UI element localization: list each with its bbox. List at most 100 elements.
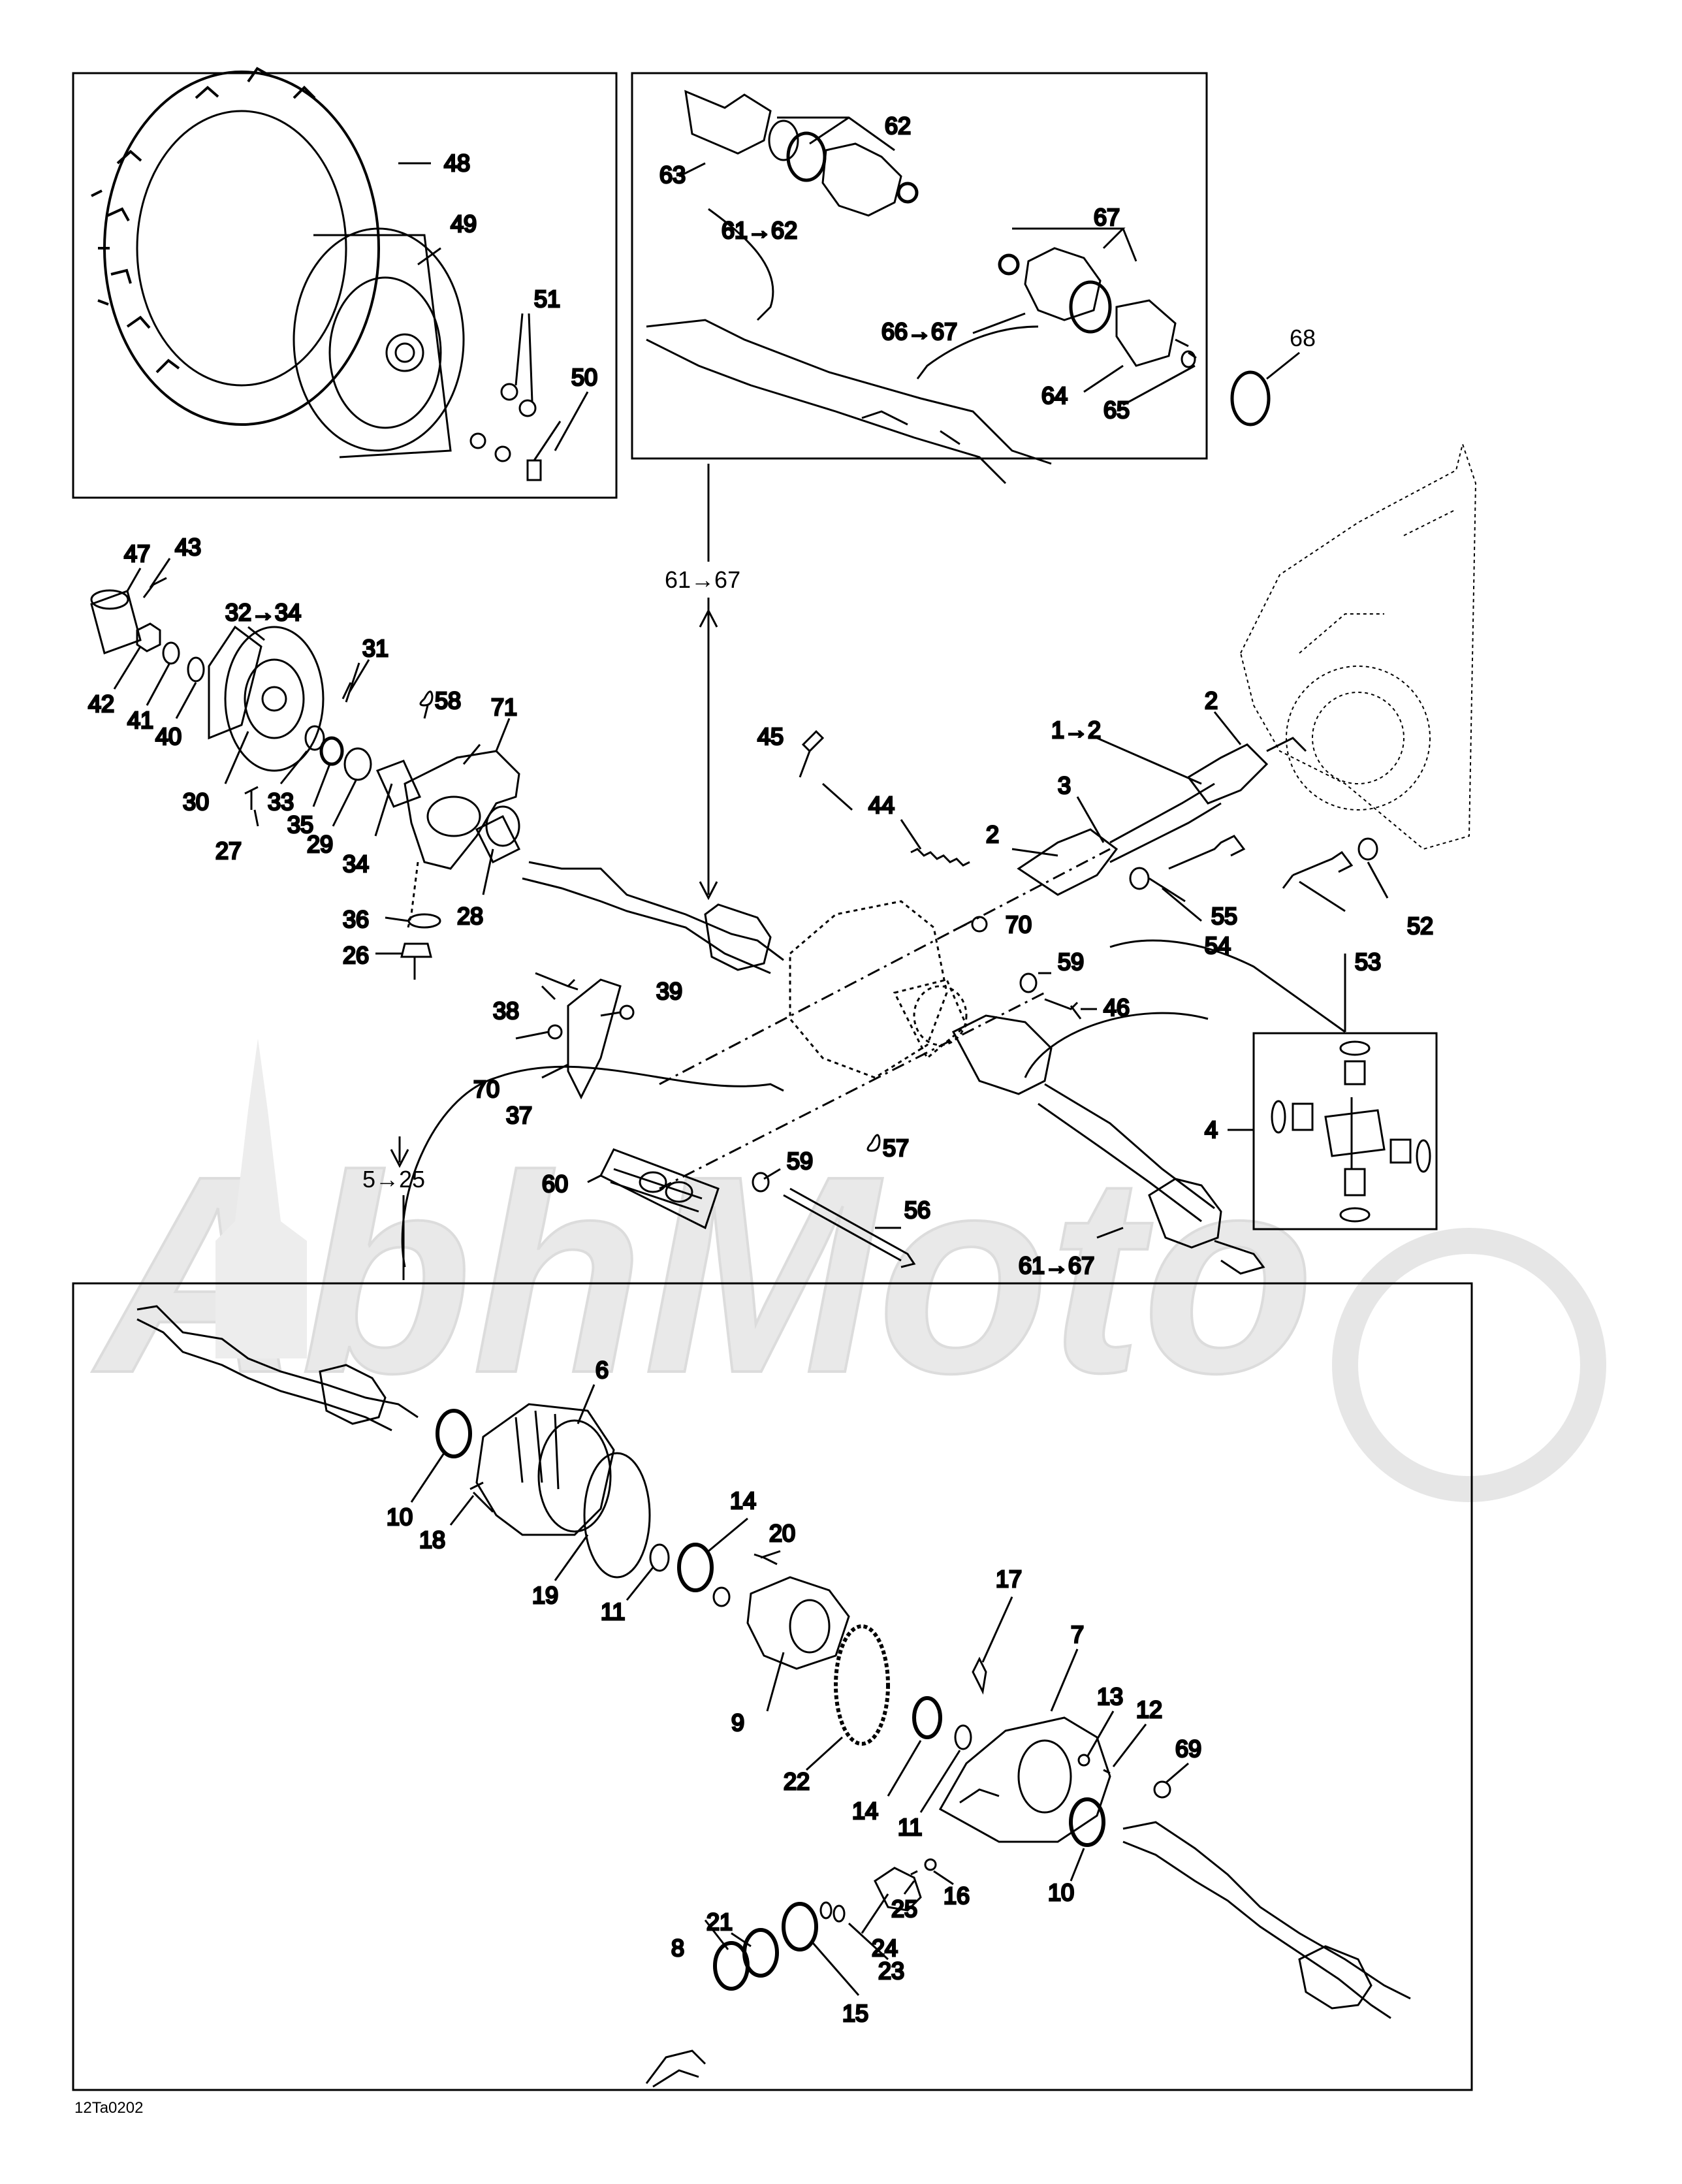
rim	[293, 227, 465, 452]
center-driveline: 45 1→2 2 3 44 2 70 59 46 38 39 55 54 52 …	[401, 686, 1435, 1280]
callout-47: 47	[124, 540, 150, 567]
callout-61-62: 61→62	[722, 217, 797, 244]
callout-59-upper: 59	[1058, 948, 1084, 975]
callout-30: 30	[183, 788, 209, 815]
callout-12: 12	[1136, 1696, 1162, 1723]
ujoint-detail-panel: 4	[1109, 939, 1438, 1230]
callout-5-25: 5→25	[362, 1166, 425, 1193]
link-61-67-vertical: 61→67	[665, 464, 740, 901]
callout-67: 67	[1094, 204, 1120, 231]
callout-46: 46	[1103, 994, 1130, 1021]
callout-20: 20	[769, 1520, 795, 1547]
callout-69: 69	[1175, 1735, 1201, 1762]
callout-55: 55	[1211, 903, 1237, 929]
callout-15: 15	[842, 2000, 868, 2027]
callout-61-67-top: 61→67	[665, 566, 740, 593]
callout-2-top: 2	[1205, 687, 1218, 714]
wheel-stud	[526, 421, 562, 481]
callout-45: 45	[757, 723, 784, 750]
callout-58: 58	[435, 687, 461, 714]
callout-4: 4	[1205, 1116, 1218, 1143]
callout-52: 52	[1407, 912, 1433, 939]
callout-50: 50	[571, 364, 597, 391]
callout-48: 48	[444, 150, 470, 176]
callout-38: 38	[493, 997, 519, 1024]
callout-70-right: 70	[1006, 911, 1032, 938]
callout-57: 57	[883, 1134, 909, 1161]
differential-exploded-panel: 6 14 20 10 18 19 11 17 7 9 22 13 12 69 1…	[72, 1282, 1473, 2091]
callout-14-upper: 14	[730, 1487, 756, 1514]
callout-39: 39	[656, 978, 682, 1004]
callout-66-67: 66→67	[881, 318, 957, 345]
differential-panel-frame	[72, 1282, 1473, 2091]
callout-53: 53	[1355, 948, 1381, 975]
callout-68: 68	[1290, 325, 1316, 351]
engine-outline	[1239, 442, 1477, 850]
callout-14-lower: 14	[852, 1797, 878, 1824]
callout-56: 56	[904, 1196, 930, 1223]
callout-35: 35	[287, 811, 313, 838]
callout-10-left: 10	[387, 1503, 413, 1530]
callout-64: 64	[1041, 382, 1068, 409]
callout-9: 9	[731, 1709, 744, 1736]
driveshaft-boots-panel: 62 63 61→62 67 66→67 64 65	[631, 72, 1208, 485]
callout-17: 17	[996, 1566, 1022, 1592]
figure-reference: 12Ta0202	[74, 2099, 143, 2117]
callout-34: 27	[215, 837, 242, 864]
callout-1-2: 1→2	[1051, 716, 1101, 743]
callout-42: 42	[88, 690, 114, 717]
watermark-text: AbhMoto	[89, 1118, 1314, 1432]
callout-16: 16	[944, 1882, 970, 1909]
callout-25: 25	[891, 1895, 917, 1922]
callout-21: 21	[706, 1908, 733, 1935]
callout-26: 26	[343, 942, 369, 969]
callout-8: 8	[671, 1935, 684, 1961]
callout-51: 51	[534, 285, 560, 312]
callout-37: 37	[506, 1102, 532, 1129]
callout-19: 19	[532, 1582, 558, 1609]
callout-22: 22	[784, 1768, 810, 1795]
seal-68: 68	[1230, 325, 1316, 426]
hub-brake-assembly: 47 43 32→34 31 58 71 42 41 40 30 33 35 2…	[87, 533, 521, 980]
callout-44: 44	[868, 792, 895, 818]
callout-10-right: 10	[1048, 1879, 1074, 1906]
tire	[103, 71, 380, 426]
callout-60: 60	[542, 1170, 568, 1197]
callout-71: 71	[491, 694, 517, 720]
callout-7: 7	[1071, 1621, 1084, 1648]
callout-18: 18	[419, 1526, 445, 1553]
callout-41: 41	[127, 707, 153, 733]
callout-29: 29	[307, 831, 333, 858]
callout-13: 13	[1097, 1683, 1123, 1710]
callout-24: 24	[872, 1935, 898, 1961]
callout-63: 63	[659, 161, 686, 188]
callout-2-mid: 2	[986, 821, 999, 848]
wheel-panel-frame	[72, 72, 618, 499]
boots-panel-frame	[631, 72, 1208, 460]
watermark: AbhMoto	[88, 1038, 1607, 1502]
callout-27: 34	[343, 850, 369, 877]
link-5-25: 5→25	[362, 1136, 425, 1280]
callout-49: 49	[451, 210, 477, 237]
callout-11-lower: 11	[898, 1814, 922, 1840]
callout-6: 6	[595, 1357, 609, 1383]
callout-59-lower: 59	[787, 1148, 813, 1174]
callout-11-upper: 11	[601, 1598, 625, 1625]
wheel-nuts	[469, 383, 537, 462]
callout-62: 62	[885, 112, 911, 139]
callout-36: 36	[343, 906, 369, 933]
callout-32-34: 32→34	[225, 599, 301, 626]
callout-43: 43	[175, 534, 201, 560]
callout-61-67-right: 61→67	[1019, 1252, 1094, 1279]
callout-28: 28	[457, 903, 483, 929]
wheel-tire-panel: 48 49 51 50	[72, 67, 618, 499]
callout-33: 33	[268, 788, 294, 815]
callout-70-left: 70	[473, 1076, 500, 1102]
callout-3: 3	[1058, 772, 1071, 799]
callout-23: 23	[878, 1957, 904, 1984]
callout-40: 40	[155, 723, 182, 750]
callout-31: 31	[362, 635, 389, 662]
callout-65: 65	[1103, 396, 1130, 423]
ujoint-panel-frame	[1252, 1032, 1438, 1230]
